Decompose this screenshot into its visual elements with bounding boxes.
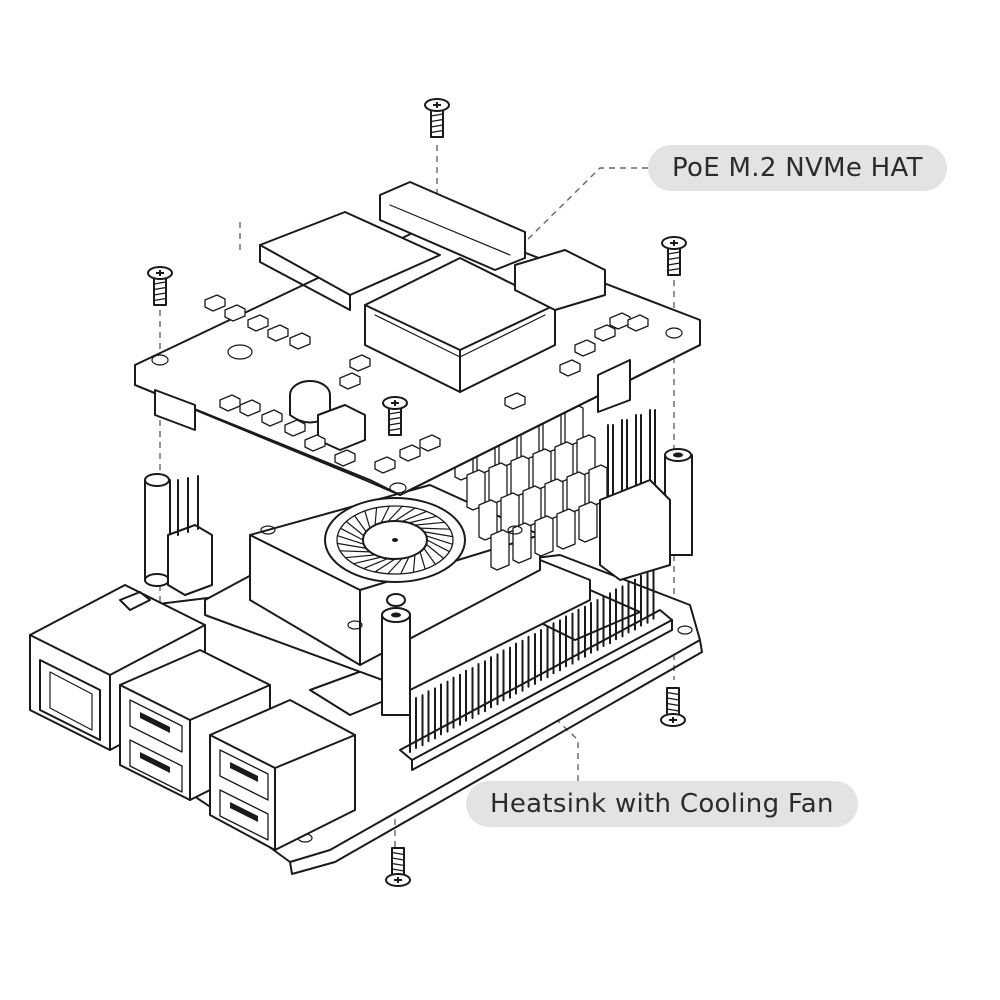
screw-icon [382, 396, 408, 436]
cooling-fan-icon [324, 497, 466, 583]
callout-poe-m2-nvme-hat: PoE M.2 NVMe HAT [648, 145, 947, 191]
screw-icon [660, 687, 686, 727]
gpio-header-base [399, 567, 673, 771]
nvme-ssd-icon [259, 211, 441, 311]
fan-connector [167, 475, 213, 596]
gpio-header-icon [599, 409, 671, 581]
standoff-icon [381, 593, 411, 716]
screw-icon [147, 266, 173, 306]
standoff-icon [144, 473, 171, 587]
screw-icon [385, 847, 411, 887]
usb-port-stack-right [209, 699, 356, 851]
standoff-icon [664, 448, 693, 556]
screw-icon [661, 236, 687, 276]
callout-leader-lines [419, 167, 648, 781]
callout-heatsink-with-cooling-fan: Heatsink with Cooling Fan [466, 781, 858, 827]
screw-icon [424, 98, 450, 138]
poe-m2-nvme-hat [134, 181, 701, 496]
